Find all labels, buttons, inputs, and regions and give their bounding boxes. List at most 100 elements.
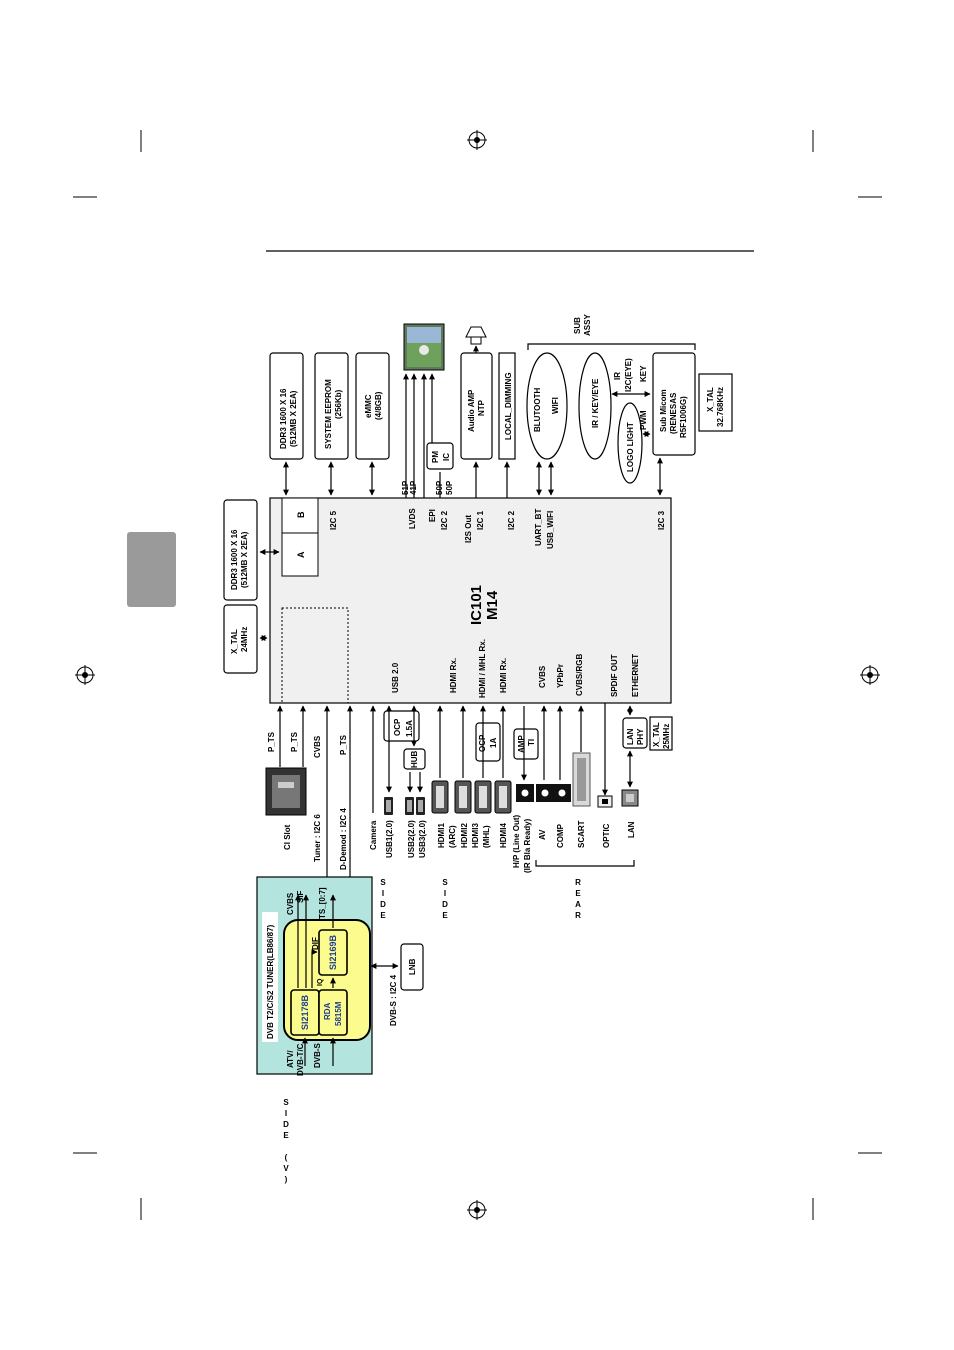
tuner-cvbs-label: CVBS	[286, 892, 295, 915]
label-pts-2: P_TS	[290, 731, 299, 752]
audio-amp-line1: Audio AMP	[467, 389, 476, 432]
lan-phy-block	[622, 717, 648, 749]
xtal-main-line1: X_TAL	[230, 629, 239, 654]
ddr-port-a	[281, 532, 319, 577]
ocp-15a-line2: 1.5A	[405, 720, 414, 737]
tuner-sif-label: SIF	[296, 890, 305, 903]
ic-port-cvbs-rgb: CVBS/RGB	[575, 654, 584, 696]
eeprom-line2: (256Kb)	[334, 389, 343, 419]
ic-port-hdmi-mhl-rx: HDMI / MHL Rx.	[478, 639, 487, 698]
pmic-label-a: PM	[431, 451, 440, 463]
ic-port-i2c3: I2C 3	[657, 510, 666, 530]
si2178b-label: SI2178B	[300, 994, 310, 1030]
ir-label: IR	[613, 372, 622, 380]
ocp-1a-line2: 1A	[489, 738, 498, 748]
logo-light-module	[617, 402, 643, 484]
ic-port-hdmi-rx-2: HDMI Rx.	[499, 658, 508, 693]
lvds-pins-a: 51P	[401, 480, 410, 495]
link-dif	[311, 949, 318, 988]
sub-micom-line3: R5F1006G)	[679, 396, 688, 438]
logo-light-label: LOGO LIGHT	[626, 422, 635, 472]
pmic-block	[426, 442, 454, 470]
ddr-a-line2: (512MB X 2EA)	[240, 531, 249, 588]
lnb-block	[400, 943, 424, 991]
side-label-usb: SIDE	[379, 878, 388, 922]
ic-port-i2c2-a: I2C 2	[440, 510, 449, 530]
hdmi3-mhl-label: (MHL)	[482, 825, 491, 848]
ocp-15a-block	[383, 710, 420, 742]
rda-chip	[318, 989, 348, 1036]
si2169b-chip	[318, 929, 348, 976]
hub-block	[403, 748, 426, 770]
emmc-block	[355, 352, 390, 460]
scart-label: SCART	[577, 820, 586, 848]
ic-port-epi: EPI	[428, 509, 437, 522]
usb-port-icon	[405, 797, 414, 815]
ci-slot-icon	[265, 767, 307, 816]
xtal-lan-line1: X_TAL	[652, 722, 661, 747]
hdmi1-label: HDMI1	[437, 823, 446, 848]
amp-ti-block	[513, 728, 539, 760]
comp-jack-icon	[553, 784, 571, 802]
hdmi-port-icon	[474, 780, 492, 814]
hp-line-label: H/P (Line Out)	[512, 814, 521, 868]
scart-connector-icon	[572, 752, 591, 807]
ddemod-i2c4-label: D-Demod : I2C 4	[339, 808, 348, 870]
ic-port-hdmi-rx-1: HDMI Rx.	[449, 658, 458, 693]
epi-pins-b: 50P	[445, 480, 454, 495]
ic-port-uart-bt: UART_BT	[534, 509, 543, 546]
hdmi-port-icon	[431, 780, 449, 814]
ts-port	[281, 607, 349, 704]
tuner-title-box	[262, 912, 278, 1042]
key-label: KEY	[639, 365, 648, 382]
ic-port-lvds: LVDS	[408, 508, 417, 529]
rda-model-label: 5815M	[334, 1001, 343, 1026]
registration-mark-icon	[467, 130, 487, 150]
ocp-1a-block	[475, 722, 501, 762]
lan-port-icon	[621, 789, 639, 807]
usb3-label: USB3(2.0)	[418, 820, 427, 858]
ir-blaster-label: (IR Bla Ready)	[523, 818, 532, 873]
hdmi3-label: HDMI3	[471, 823, 480, 848]
dvbs-label: DVB-S	[313, 1042, 322, 1068]
ic-port-i2c2-b: I2C 2	[507, 510, 516, 530]
ic-port-usb-wifi: USB_WIFI	[546, 511, 555, 549]
registration-mark-icon	[860, 665, 880, 685]
pwm-label: PWM	[639, 410, 648, 430]
hdmi2-label: HDMI2	[460, 823, 469, 848]
sub-assy-line2: ASSY	[583, 314, 592, 336]
bt-wifi-module	[526, 352, 568, 460]
lan-label: LAN	[627, 821, 636, 838]
emmc-line2: (4/8GB)	[374, 391, 383, 420]
i2c-eye-label: I2C(EYE)	[624, 358, 633, 392]
usb-port-icon	[416, 797, 425, 815]
lan-phy-line1: LAN	[626, 728, 635, 745]
ic-port-i2s-out: I2S Out	[464, 515, 473, 543]
ic-name: IC101	[468, 585, 485, 625]
label-cvbs: CVBS	[313, 735, 322, 758]
side-label-hdmi: SIDE	[441, 878, 450, 922]
amp-ti-line2: TI	[527, 739, 536, 746]
tuner-ts-label: TS_[0:7]	[318, 887, 327, 919]
xtal-main-line2: 24MHz	[240, 627, 249, 652]
amp-ti-line1: AMP	[517, 735, 526, 753]
main-ic-block	[269, 497, 672, 704]
ic-port-usb20: USB 2.0	[391, 662, 400, 693]
rda-label: RDA	[323, 1002, 332, 1020]
hub-label: HUB	[410, 750, 419, 768]
pmic-label-b: IC	[442, 453, 451, 461]
ir-key-eye-label: IR / KEY/EYE	[591, 378, 600, 428]
label-pts-1: P_TS	[267, 731, 276, 752]
ic-port-i2c1: I2C 1	[476, 510, 485, 530]
crop-marks	[73, 130, 882, 1220]
ddr-port-b	[281, 497, 319, 534]
rear-bracket	[535, 860, 635, 867]
sub-micom-block	[652, 352, 696, 456]
epi-pins-a: 50P	[435, 480, 444, 495]
xtal-lan-block	[649, 716, 673, 751]
ddr-a-block	[223, 499, 258, 601]
usb1-label: USB1(2.0)	[385, 820, 394, 858]
ic-model: M14	[484, 590, 501, 620]
xtal-main-block	[223, 604, 258, 674]
